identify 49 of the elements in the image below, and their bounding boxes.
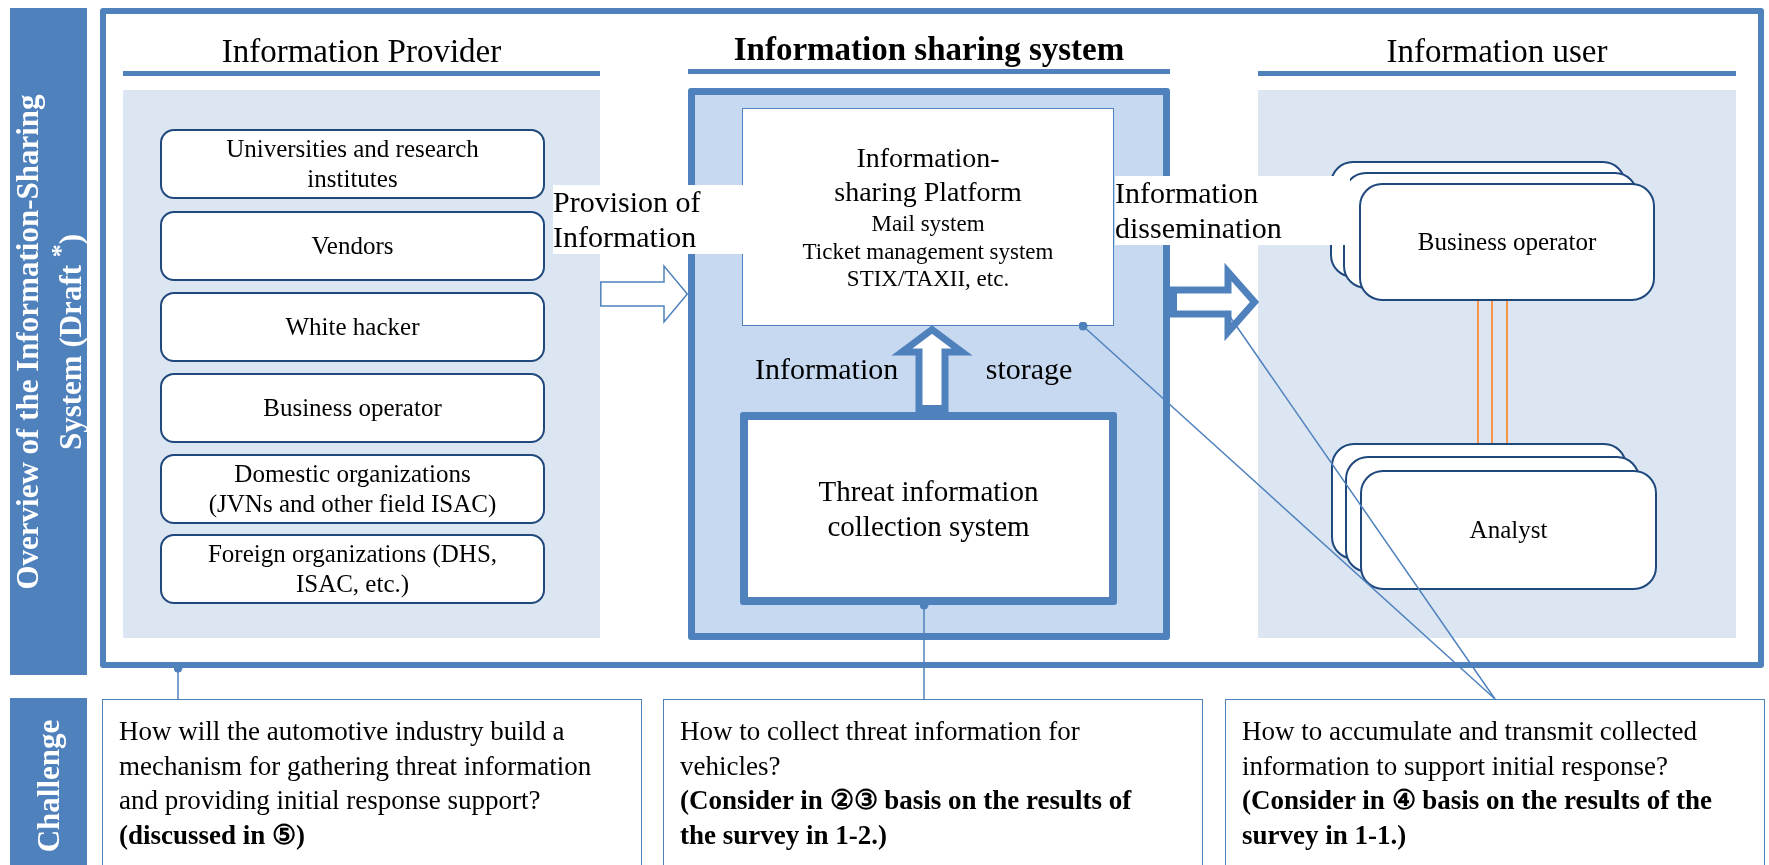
box-label: Domestic organizations (JVNs and other field ISAC) (207, 459, 498, 519)
connector-line (1506, 300, 1508, 444)
edge-label: Information dissemination (1115, 176, 1350, 245)
platform-box (742, 108, 1114, 326)
band-label: Challenge (30, 718, 67, 854)
rounded-box (160, 534, 545, 604)
frame-box (100, 8, 1764, 668)
block-arrow (1170, 262, 1260, 342)
challenge-note: (Consider in ②③ basis on the results of the survey in 1-2.) (680, 784, 1133, 852)
leader-line (1078, 321, 1496, 700)
challenge-note: (discussed in ⑤) (119, 818, 307, 852)
column-heading: Information user (1258, 32, 1736, 76)
box-label: Business operator (263, 393, 442, 423)
rounded-box (160, 129, 545, 199)
rounded-box (160, 292, 545, 362)
box-label: Universities and research institutes (225, 134, 480, 194)
card-stack (1331, 443, 1657, 590)
platform-title: Information-sharing Platform (833, 141, 1023, 209)
challenge-box (1225, 699, 1765, 865)
box-label: Business operator (1417, 227, 1597, 257)
edge-label: Information storage (755, 352, 1073, 387)
box-label: Analyst (1469, 515, 1548, 545)
challenge-text: How to collect threat information for vehicles? (680, 715, 1081, 783)
side-band (10, 8, 87, 675)
challenge-note: (Consider in ④ basis on the results of the survey in 1-1.) (1242, 784, 1714, 852)
challenge-box (663, 699, 1203, 865)
challenge-box (102, 699, 642, 865)
block-arrow (600, 263, 689, 325)
leader-line (1225, 310, 1496, 700)
rounded-box (160, 211, 545, 281)
column-heading: Information Provider (123, 32, 600, 76)
challenge-text: How to accumulate and transmit collected information to support initial response? (1242, 715, 1699, 783)
platform-item: Ticket management system (802, 237, 1054, 266)
platform-item: STIX/TAXII, etc. (846, 265, 1010, 293)
box-label: Foreign organizations (DHS, ISAC, etc.) (206, 539, 499, 599)
platform-item: Mail system (871, 210, 985, 238)
box-label: White hacker (285, 312, 420, 342)
rounded-box (160, 454, 545, 524)
box-label: Vendors (311, 231, 394, 261)
connector-line (1477, 300, 1479, 444)
system-box (740, 412, 1117, 605)
box-label: Threat information collection system (817, 473, 1040, 544)
side-band (10, 698, 87, 865)
connector-line (1491, 300, 1493, 444)
block-arrow (891, 325, 973, 412)
column-heading: Information sharing system (688, 30, 1170, 74)
challenge-text: How will the automotive industry build a mechanism for gathering threat information and providing initial response support? (119, 715, 593, 818)
card-stack (1330, 161, 1655, 301)
rounded-box (160, 373, 545, 443)
